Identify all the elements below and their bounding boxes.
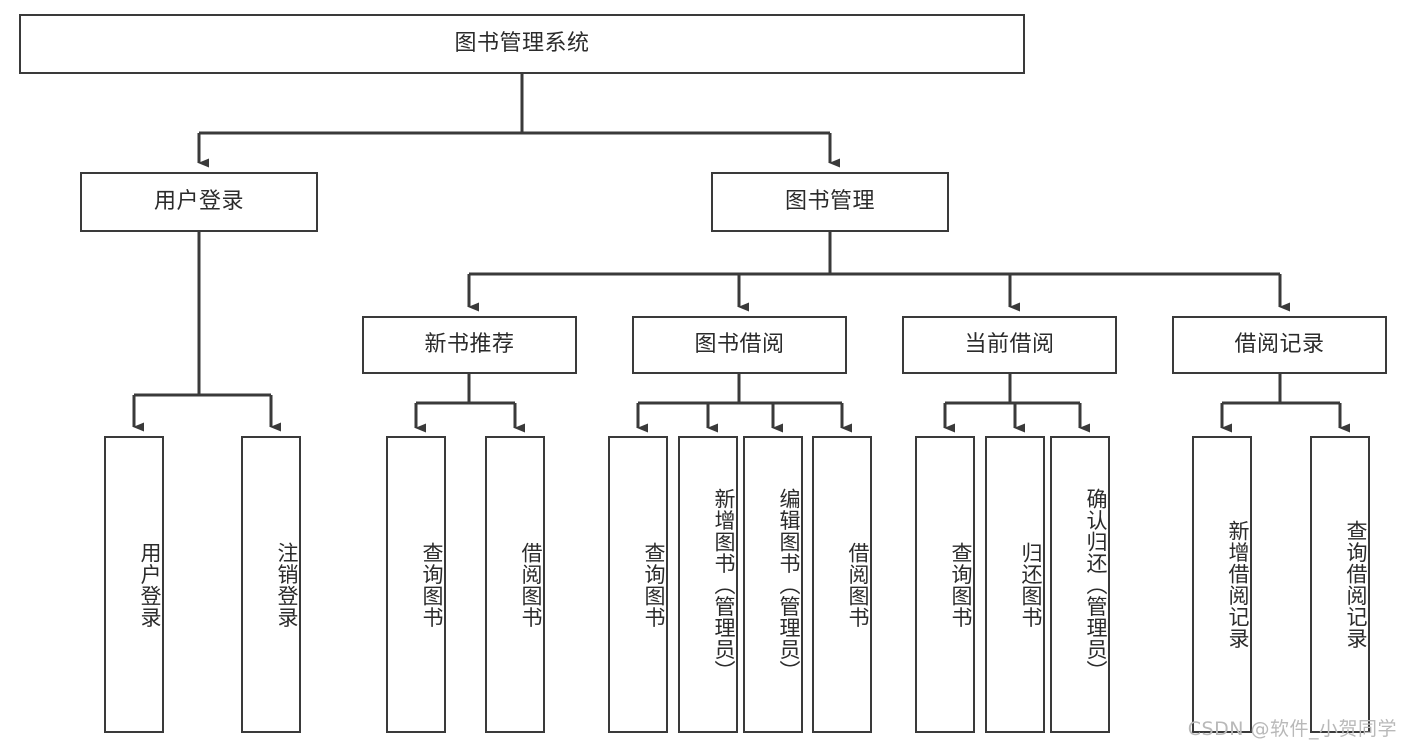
node-label: 新增借阅记录 — [1226, 520, 1250, 649]
node-current-borrowing[interactable]: 当前借阅 — [902, 316, 1117, 374]
node-label: 借阅图书 — [519, 541, 543, 628]
node-book-borrowing[interactable]: 图书借阅 — [632, 316, 847, 374]
leaf-current-return-book[interactable]: 归还图书 — [985, 436, 1045, 733]
node-label: 借阅图书 — [846, 541, 870, 628]
node-label: 归还图书 — [1019, 541, 1043, 628]
leaf-user-login[interactable]: 用户登录 — [104, 436, 164, 733]
node-label: 借阅记录 — [1234, 331, 1325, 357]
leaf-borrowing-add-book-admin[interactable]: 新增图书（管理员） — [678, 436, 738, 733]
leaf-recommendation-borrow-book[interactable]: 借阅图书 — [485, 436, 545, 733]
node-new-book-recommendation[interactable]: 新书推荐 — [362, 316, 577, 374]
node-label: 新书推荐 — [424, 331, 515, 357]
node-label: 图书管理系统 — [454, 30, 590, 56]
node-book-management[interactable]: 图书管理 — [711, 172, 949, 232]
leaf-recommendation-query-book[interactable]: 查询图书 — [386, 436, 446, 733]
node-borrowing-records[interactable]: 借阅记录 — [1172, 316, 1387, 374]
leaf-current-query-book[interactable]: 查询图书 — [915, 436, 975, 733]
node-label: 用户登录 — [138, 541, 162, 628]
node-label: 新增图书（管理员） — [712, 487, 736, 682]
node-label: 当前借阅 — [964, 331, 1055, 357]
node-label: 编辑图书（管理员） — [777, 487, 801, 682]
csdn-watermark: CSDN @软件_小贺同学 — [1187, 718, 1397, 740]
node-label: 查询图书 — [420, 541, 444, 628]
leaf-record-add-borrow-record[interactable]: 新增借阅记录 — [1192, 436, 1252, 733]
leaf-borrowing-query-book[interactable]: 查询图书 — [608, 436, 668, 733]
leaf-logout[interactable]: 注销登录 — [241, 436, 301, 733]
node-label: 查询借阅记录 — [1344, 520, 1368, 649]
node-label: 查询图书 — [642, 541, 666, 628]
leaf-borrowing-borrow-book[interactable]: 借阅图书 — [812, 436, 872, 733]
node-root-book-management-system[interactable]: 图书管理系统 — [19, 14, 1025, 74]
node-label: 图书管理 — [784, 188, 875, 214]
leaf-borrowing-edit-book-admin[interactable]: 编辑图书（管理员） — [743, 436, 803, 733]
node-label: 确认归还（管理员） — [1084, 487, 1108, 682]
node-label: 图书借阅 — [694, 331, 785, 357]
node-label: 注销登录 — [275, 541, 299, 628]
node-user-login[interactable]: 用户登录 — [80, 172, 318, 232]
leaf-record-query-borrow-record[interactable]: 查询借阅记录 — [1310, 436, 1370, 733]
node-label: 查询图书 — [949, 541, 973, 628]
node-label: 用户登录 — [153, 188, 244, 214]
leaf-current-confirm-return-admin[interactable]: 确认归还（管理员） — [1050, 436, 1110, 733]
